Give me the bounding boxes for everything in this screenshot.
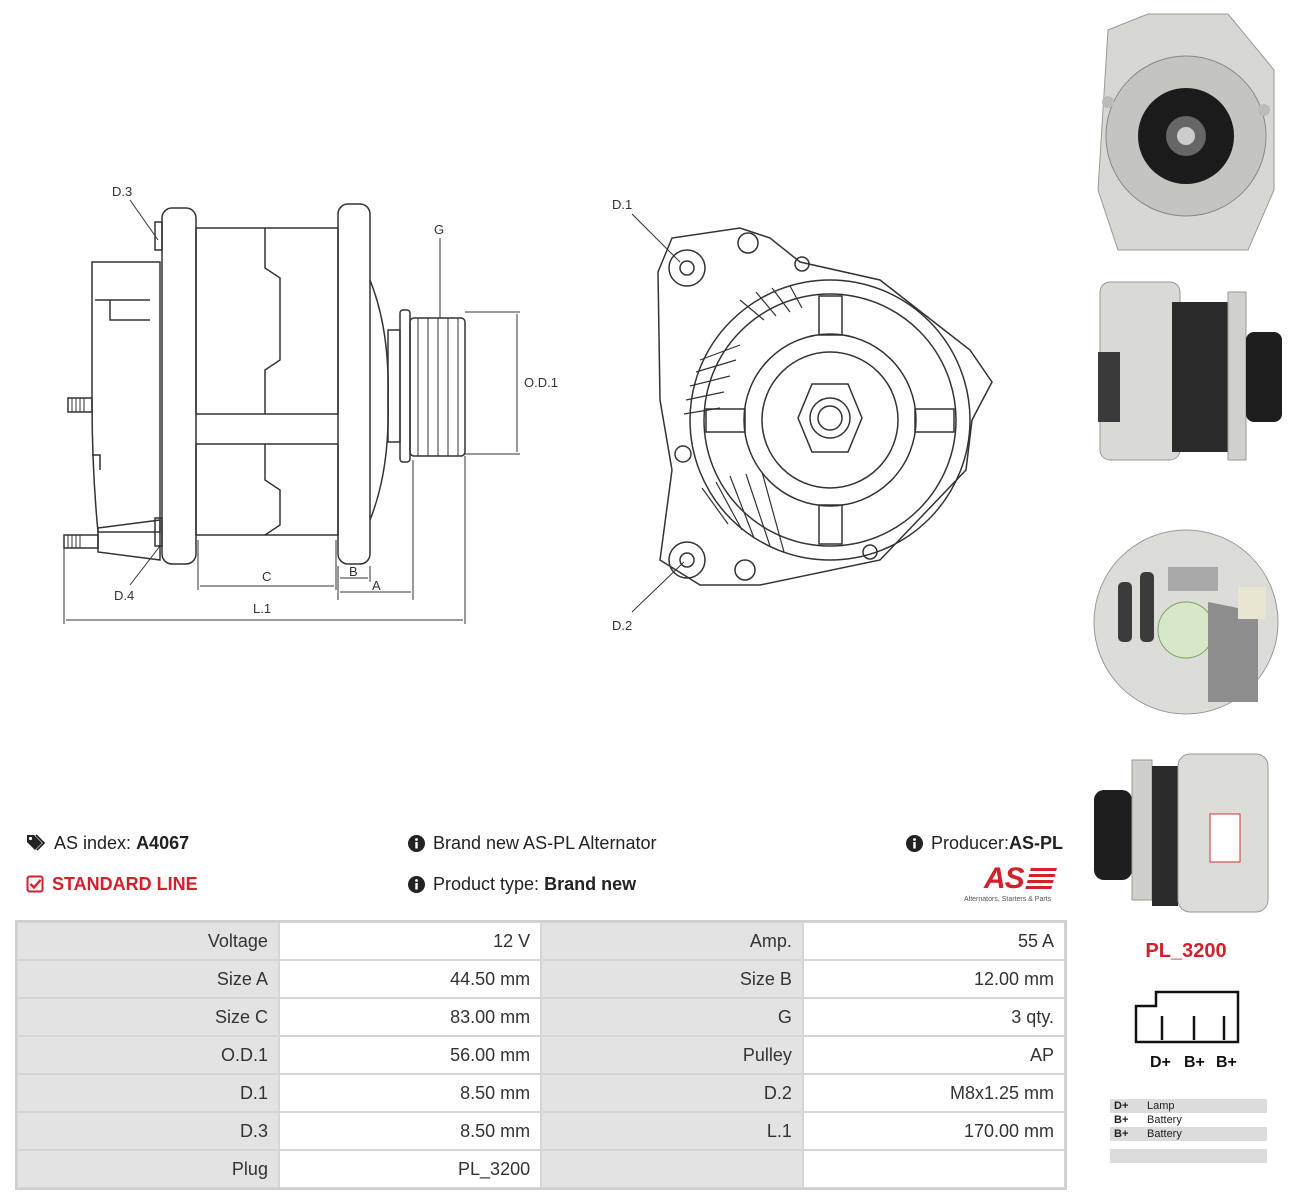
pin-row: B+ Battery [1110, 1127, 1267, 1141]
logo-text: AS [984, 862, 1025, 895]
spec-value: AP [802, 1036, 1065, 1074]
logo-tagline: Alternators, Starters & Parts [964, 896, 1052, 903]
as-index-label: AS index: [54, 833, 132, 853]
product-photo-rear [1088, 492, 1284, 740]
spec-label: L.1 [541, 1112, 803, 1150]
pin-row: D+ Lamp [1110, 1099, 1267, 1113]
as-index-row: AS index: A4067 [26, 833, 189, 854]
spec-label: D.1 [17, 1074, 279, 1112]
product-photo-side-2 [1088, 744, 1284, 914]
spec-label: Voltage [17, 922, 279, 960]
plug-terminal-3: B+ [1216, 1054, 1237, 1071]
spec-label: D.2 [541, 1074, 803, 1112]
plug-terminal-2: B+ [1184, 1054, 1205, 1071]
front-housing [657, 227, 993, 586]
pin-desc: Lamp [1143, 1099, 1267, 1113]
product-type-value: Brand new [544, 874, 637, 894]
spec-label: Amp. [541, 922, 803, 960]
label-d4: D.4 [114, 588, 134, 603]
spec-value: 56.00 mm [278, 1036, 542, 1074]
spec-value: 12 V [278, 922, 542, 960]
description-row: Brand new AS-PL Alternator [408, 833, 656, 854]
product-photo-front [1088, 10, 1284, 260]
spec-value: M8x1.25 mm [802, 1074, 1065, 1112]
spec-label: G [541, 998, 803, 1036]
spec-label: O.D.1 [17, 1036, 279, 1074]
pulley-nut [797, 383, 863, 453]
label-c: C [262, 569, 271, 584]
product-type-label: Product type: [433, 874, 540, 894]
pin-row: B+ Battery [1110, 1113, 1267, 1127]
spec-label: Size C [17, 998, 279, 1036]
spec-label: D.3 [17, 1112, 279, 1150]
front-flange [337, 203, 371, 565]
label-b: B [349, 564, 358, 579]
as-index-value: A4067 [136, 833, 190, 853]
label-a: A [372, 578, 381, 593]
pin-desc: Battery [1143, 1127, 1267, 1141]
pin-id: D+ [1110, 1099, 1143, 1113]
plug-diagram: D+ B+ B+ [1134, 990, 1240, 1071]
pin-id: B+ [1110, 1127, 1143, 1141]
producer-label: Producer: [931, 833, 1010, 853]
spec-label [541, 1150, 803, 1188]
info-icon [906, 835, 923, 852]
info-icon [408, 835, 425, 852]
spec-value: 170.00 mm [802, 1112, 1065, 1150]
pin-table: D+ Lamp B+ Battery B+ Battery [1110, 1099, 1267, 1163]
standard-line-row: STANDARD LINE [26, 874, 198, 895]
spec-value: 55 A [802, 922, 1065, 960]
pin-row-empty [1110, 1149, 1267, 1163]
label-l1: L.1 [253, 601, 271, 616]
product-photo-side [1088, 262, 1284, 484]
rear-cover [91, 261, 161, 533]
plug-terminal-1: D+ [1150, 1054, 1171, 1071]
spec-label: Size A [17, 960, 279, 998]
product-type-row: Product type: Brand new [408, 874, 636, 895]
check-square-icon [26, 875, 44, 893]
description-text: Brand new AS-PL Alternator [433, 833, 657, 853]
rear-flange [161, 207, 197, 565]
spec-label: Plug [17, 1150, 279, 1188]
spec-value: 12.00 mm [802, 960, 1065, 998]
spec-value: PL_3200 [278, 1150, 542, 1188]
as-pl-logo: AS Alternators, Starters & Parts [964, 864, 1068, 908]
spec-value: 3 qty. [802, 998, 1065, 1036]
info-icon [408, 876, 425, 893]
label-d2: D.2 [612, 618, 632, 633]
logo-stripes [1025, 868, 1057, 890]
pin-id: B+ [1110, 1113, 1143, 1127]
spec-value: 44.50 mm [278, 960, 542, 998]
label-d1: D.1 [612, 197, 632, 212]
spec-value [802, 1150, 1065, 1188]
label-od1: O.D.1 [524, 375, 558, 390]
spec-value: 83.00 mm [278, 998, 542, 1036]
plug-title: PL_3200 [1145, 940, 1227, 962]
label-g: G [434, 222, 444, 237]
standard-line-label: STANDARD LINE [52, 874, 198, 894]
label-d3: D.3 [112, 184, 132, 199]
spec-value: 8.50 mm [278, 1112, 542, 1150]
producer-row: Producer:AS-PL [906, 833, 1063, 854]
tags-icon [27, 834, 46, 851]
technical-drawing: D.3 G O.D.1 D.4 C B A L.1 D.1 D.2 [63, 184, 993, 633]
spec-label: Size B [541, 960, 803, 998]
spec-value: 8.50 mm [278, 1074, 542, 1112]
pin-desc: Battery [1143, 1113, 1267, 1127]
pulley-face [743, 333, 917, 507]
producer-value: AS-PL [1009, 833, 1064, 853]
spec-label: Pulley [541, 1036, 803, 1074]
